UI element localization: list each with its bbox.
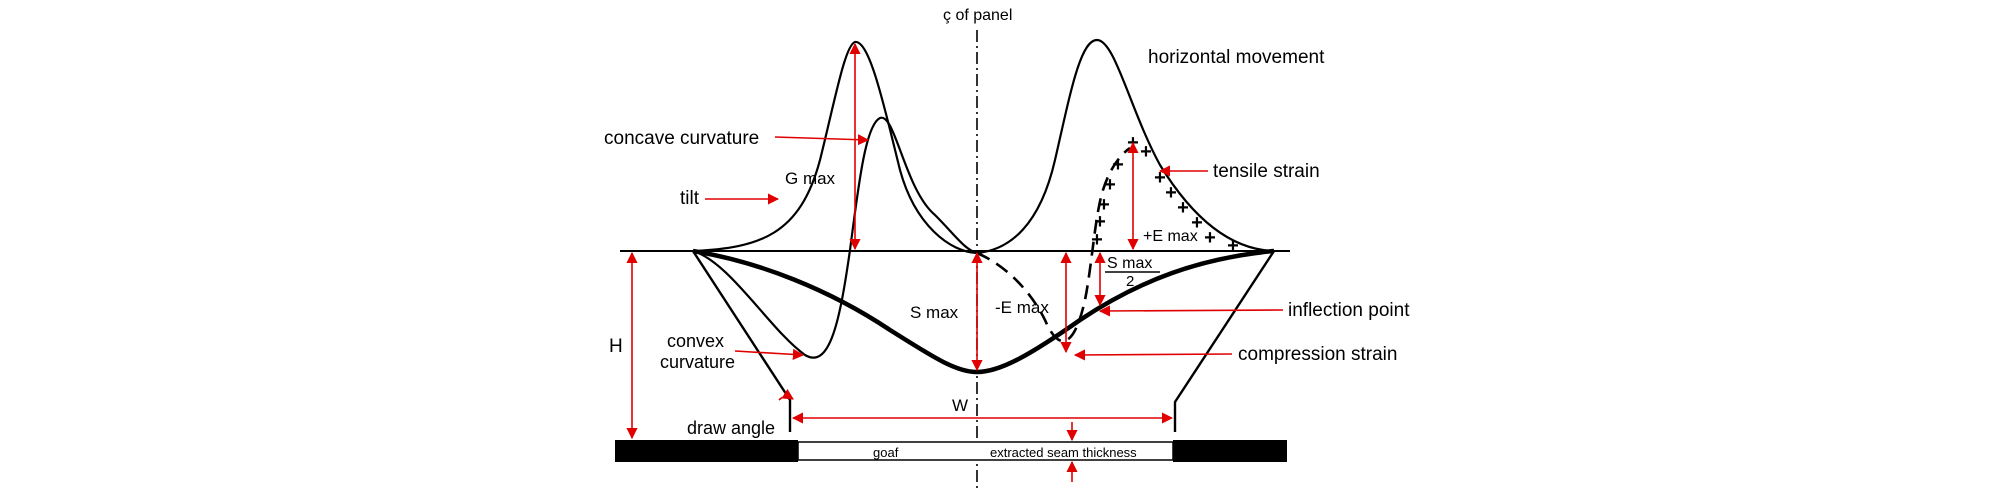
centerline-label: ç of panel [943,7,1012,24]
seam-bar-right [1173,440,1287,462]
convex-curvature-pointer [734,348,805,360]
svg-text:+: + [1177,197,1189,219]
svg-text:+: + [1140,141,1152,163]
svg-text:+: + [1091,229,1103,251]
svg-text:+: + [1098,194,1110,216]
tilt-label: tilt [680,188,700,209]
draw-line-left [691,250,792,432]
tensile-strain-label: tensile strain [1213,161,1320,182]
draw-line-right [1173,250,1276,432]
seam-extracted [797,441,1174,461]
convex-curvature-label-1: convex [667,331,724,351]
svg-text:+: + [1191,212,1203,234]
strain-curve [976,146,1131,343]
horizontal-movement-label: horizontal movement [1148,47,1325,68]
g-max-label: G max [785,169,836,188]
inflection-point-pointer [1098,305,1284,317]
draw-angle-label: draw angle [687,418,775,438]
horizontal-movement-curve [976,38,1275,255]
s-max-half-numerator: S max [1107,255,1152,272]
convex-curvature-label-2: curvature [660,352,735,372]
draw-angle-arc [778,388,794,401]
concave-curvature-pointer [774,134,870,146]
s-max-half-denominator: 2 [1126,273,1134,290]
svg-text:+: + [1227,235,1239,257]
svg-text:+: + [1104,174,1116,196]
plus-e-max-label: +E max [1143,228,1198,245]
svg-text:+: + [1204,227,1216,249]
concave-curvature-label: concave curvature [604,128,759,149]
compression-strain-pointer [1073,349,1233,361]
svg-text:+: + [1112,154,1124,176]
h-label: H [609,336,623,357]
svg-text:+: + [1094,211,1106,233]
svg-text:+: + [1154,167,1166,189]
tilt-curve-left [692,40,978,255]
goaf-label: goaf [873,445,899,460]
seam-bar-left [615,440,798,462]
minus-e-max-label: -E max [995,298,1049,317]
w-label: W [952,396,968,415]
subsidence-curve [692,248,1275,375]
seam-thickness-label: extracted seam thickness [990,445,1137,460]
inflection-point-label: inflection point [1288,300,1410,321]
compression-strain-label: compression strain [1238,344,1397,365]
svg-text:+: + [1165,182,1177,204]
s-max-label: S max [910,303,959,322]
